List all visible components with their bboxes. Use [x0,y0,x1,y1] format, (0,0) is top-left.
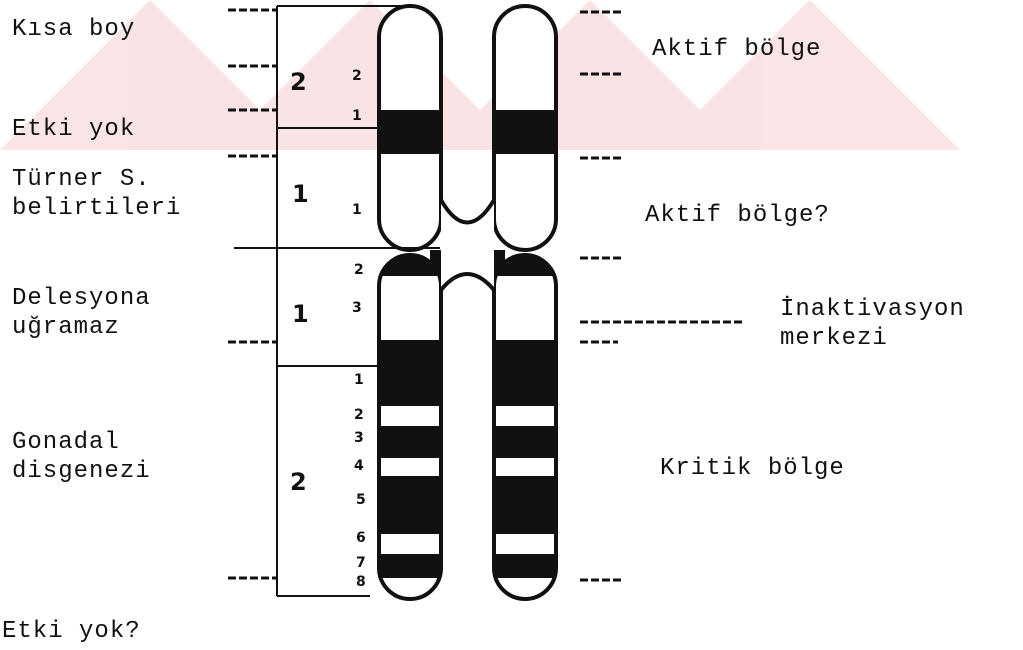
band-q28: 8 [356,574,366,590]
label-inaktivasyon-line2: merkezi [780,325,888,352]
band-q12: 2 [354,262,364,278]
label-delesyon-line1: Delesyona [12,285,151,312]
region-q2: 2 [290,468,307,496]
watermark [0,0,960,150]
band-q21: 1 [354,372,364,388]
label-gonadal-line1: Gonadal [12,429,120,456]
label-delesyon-line2: uğramaz [12,314,120,341]
band-q23: 3 [354,430,364,446]
label-aktif-bolge: Aktif bölge [652,36,821,63]
label-turner-line1: Türner S. [12,166,151,193]
label-turner-line2: belirtileri [12,195,181,222]
band-p11: 1 [352,202,362,218]
label-etki-yok: Etki yok [12,116,135,143]
band-q24: 4 [354,458,364,474]
region-q1: 1 [292,300,309,328]
band-p22: 2 [352,68,362,84]
region-p2: 2 [290,68,307,96]
label-etki-yok-q: Etki yok? [2,618,141,645]
band-p21: 1 [352,108,362,124]
band-q27: 7 [356,555,366,571]
label-kritik-bolge: Kritik bölge [660,455,845,482]
label-inaktivasyon-line1: İnaktivasyon [780,296,965,323]
region-p1: 1 [292,180,309,208]
chromosome-body [370,0,570,610]
band-q26: 6 [356,530,366,546]
label-kisa-boy: Kısa boy [12,16,135,43]
label-gonadal-line2: disgenezi [12,458,151,485]
band-q25: 5 [356,492,366,508]
band-q13: 3 [352,300,362,316]
label-aktif-bolge-q: Aktif bölge? [645,202,830,229]
band-q22: 2 [354,407,364,423]
